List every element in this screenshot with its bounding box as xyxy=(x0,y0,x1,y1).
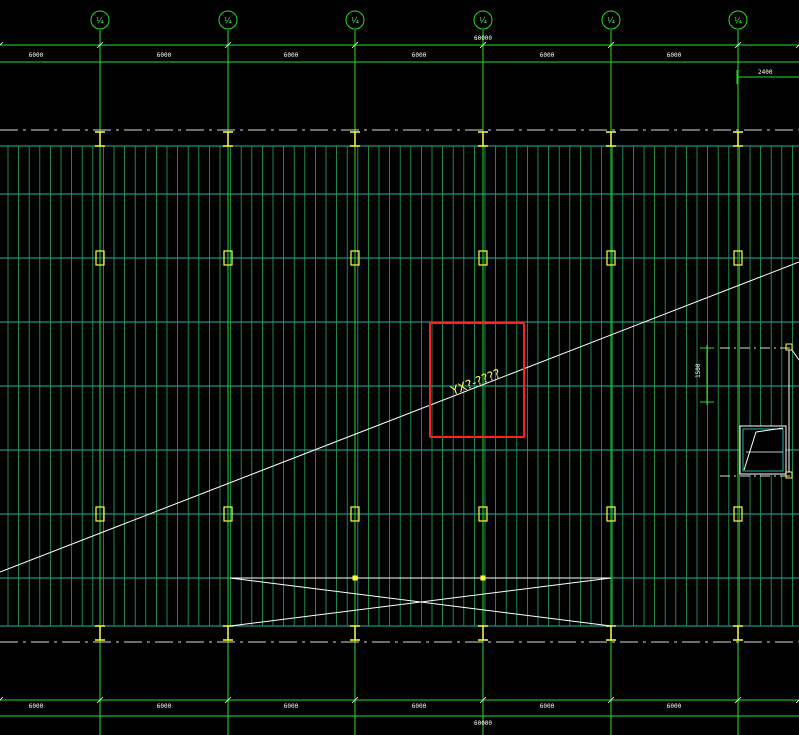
dimension-tick xyxy=(607,41,615,49)
axis-bubble xyxy=(601,10,621,30)
dimension-tick xyxy=(479,696,487,704)
centerline-layer xyxy=(0,129,799,643)
right-dim-small: 2400 xyxy=(758,69,773,76)
right-dim-vertical: 1500 xyxy=(695,363,702,378)
axis-bubble-label: ¼ xyxy=(607,16,615,25)
dimension-tick xyxy=(795,699,799,704)
rect-column-icon xyxy=(733,250,743,266)
dimension-label: 6000 xyxy=(412,703,427,710)
rect-column-icon xyxy=(606,250,616,266)
bracing-line xyxy=(229,577,612,627)
rect-column-icon xyxy=(350,506,360,522)
column-layer xyxy=(95,131,743,641)
dimension-tick xyxy=(224,41,232,49)
dimension-tick xyxy=(734,41,742,49)
gridline-layer: ¼ ¼ ¼ ¼ ¼ ¼ xyxy=(90,10,748,735)
selection-box-icon[interactable] xyxy=(429,322,525,438)
dimension-label: 6000 xyxy=(284,703,299,710)
rect-column-icon xyxy=(223,506,233,522)
purlin-layer xyxy=(0,145,799,627)
axis-bubble-label: ¼ xyxy=(734,16,742,25)
axis-bubble xyxy=(90,10,110,30)
dimension-label: 6000 xyxy=(540,52,555,59)
dimension-tick xyxy=(0,696,4,701)
diagonal-section-line xyxy=(0,261,799,573)
dimension-label: 6000 xyxy=(29,703,44,710)
dimension-label: 6000 xyxy=(29,52,44,59)
dimension-total-label: 60000 xyxy=(474,720,492,727)
bracing-node xyxy=(352,575,358,581)
rect-column-icon xyxy=(606,506,616,522)
rect-column-icon xyxy=(350,250,360,266)
dimension-label: 6000 xyxy=(284,52,299,59)
detail-view-icon[interactable] xyxy=(739,425,787,475)
right-annotations: 2400 1500 xyxy=(695,69,799,479)
dimension-tick xyxy=(0,41,4,46)
dimension-tick xyxy=(734,696,742,704)
rect-column-icon xyxy=(95,506,105,522)
dimension-tick xyxy=(351,696,359,704)
axis-bubble-label: ¼ xyxy=(224,16,232,25)
rect-column-icon xyxy=(223,250,233,266)
dimension-total-label: 60000 xyxy=(474,35,492,42)
dimension-label: 6000 xyxy=(157,703,172,710)
axis-bubble xyxy=(218,10,238,30)
axis-bubble-label: ¼ xyxy=(479,16,487,25)
rect-column-icon xyxy=(733,506,743,522)
axis-bubble-label: ¼ xyxy=(351,16,359,25)
axis-bubble xyxy=(473,10,493,30)
axis-bubble xyxy=(345,10,365,30)
dimension-label: 6000 xyxy=(667,703,682,710)
dimension-tick xyxy=(351,41,359,49)
dimension-tick xyxy=(479,41,487,49)
dimension-tick xyxy=(96,41,104,49)
axis-bubble-label: ¼ xyxy=(96,16,104,25)
dimension-label: 6000 xyxy=(157,52,172,59)
dimension-label: 6000 xyxy=(540,703,555,710)
dimension-label: 6000 xyxy=(667,52,682,59)
dimension-layer: 6000 6000 6000 6000 6000 6000 60000 6000 6000 600… xyxy=(0,35,799,727)
bracing-node xyxy=(480,575,486,581)
axis-bubble xyxy=(728,10,748,30)
dimension-tick xyxy=(795,44,799,49)
dimension-tick xyxy=(224,696,232,704)
dimension-tick xyxy=(607,696,615,704)
dimension-tick xyxy=(96,696,104,704)
rect-column-icon xyxy=(95,250,105,266)
bracing-layer xyxy=(229,575,612,627)
rafter-layer xyxy=(7,146,793,626)
rect-column-icon xyxy=(478,250,488,266)
dimension-label: 6000 xyxy=(412,52,427,59)
rect-column-icon xyxy=(478,506,488,522)
